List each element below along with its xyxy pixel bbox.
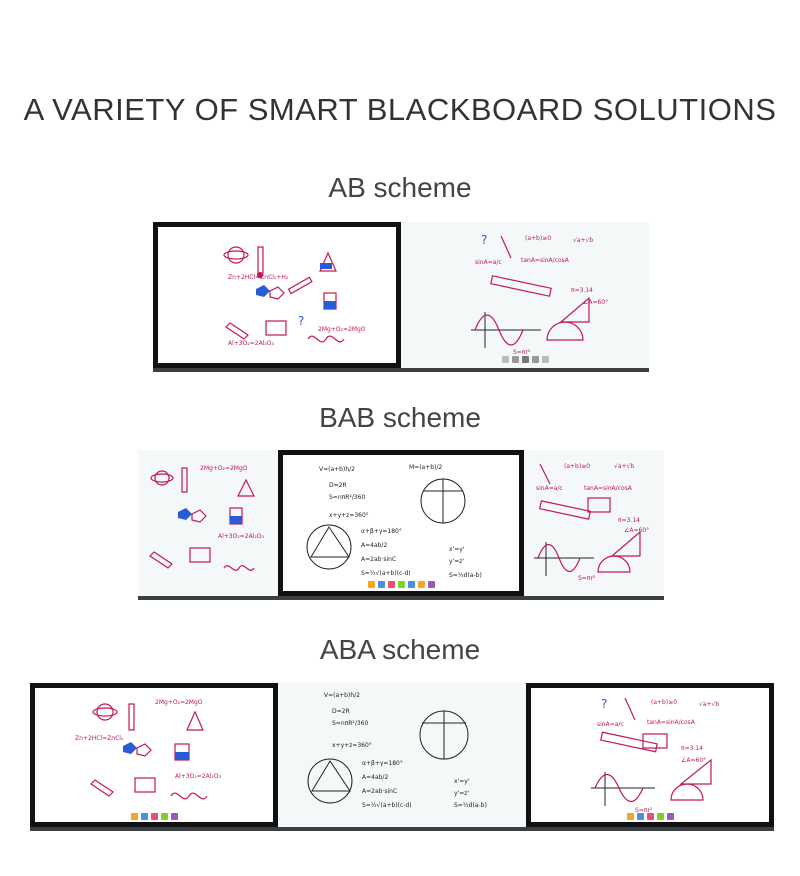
svg-text:?: ?	[601, 697, 607, 711]
scheme-label-bab: BAB scheme	[319, 402, 481, 433]
math-doodle-icon: ? (a+b)≥0 √a+√b sinA=a/c tanA=sinA/cosA …	[591, 697, 719, 814]
chemistry-doodle-icon: 2Mg+O₂=2MgO Al+3O₂=2Al₂O₃	[149, 465, 264, 571]
page-title: A VARIETY OF SMART BLACKBOARD SOLUTIONS	[23, 92, 777, 127]
svg-text:Zn+2HCl=ZnCl₂+H₂: Zn+2HCl=ZnCl₂+H₂	[228, 274, 289, 281]
svg-text:S=πr²: S=πr²	[635, 807, 653, 814]
svg-text:D=2R: D=2R	[332, 708, 350, 715]
svg-text:x+y+z=360°: x+y+z=360°	[329, 512, 369, 519]
bab-board-chemistry[interactable]: 2Mg+O₂=2MgO Al+3O₂=2Al₂O₃	[138, 450, 278, 596]
svg-text:S=½d(a-b): S=½d(a-b)	[449, 572, 482, 579]
svg-text:π=3.14: π=3.14	[618, 517, 640, 524]
svg-text:π=3.14: π=3.14	[681, 745, 703, 752]
svg-text:S=½√(a+b)(c-d): S=½√(a+b)(c-d)	[361, 570, 411, 577]
svg-text:∠A=60°: ∠A=60°	[583, 299, 608, 306]
svg-text:x+y+z=360°: x+y+z=360°	[332, 742, 372, 749]
svg-text:2Mg+O₂=2MgO: 2Mg+O₂=2MgO	[155, 699, 203, 706]
svg-text:?: ?	[298, 314, 304, 328]
bab-screen-geometry[interactable]: V=(a+b)h/2 D=2R S=nπR²/360 M=(a+b)/2 x+y…	[278, 450, 524, 596]
svg-text:Zn+2HCl=ZnCl₂: Zn+2HCl=ZnCl₂	[75, 735, 124, 742]
bab-board: 2Mg+O₂=2MgO Al+3O₂=2Al₂O₃ V=(a+b)h/2 D=2…	[138, 450, 664, 600]
svg-text:M=(a+b)/2: M=(a+b)/2	[409, 464, 442, 471]
svg-text:tanA=sinA/cosA: tanA=sinA/cosA	[647, 719, 696, 726]
bab-board-math[interactable]: (a+b)≥0 √a+√b sinA=a/c tanA=sinA/cosA π=…	[524, 450, 664, 596]
geometry-doodle-icon: V=(a+b)h/2 D=2R S=nπR²/360 x+y+z=360° α+…	[307, 692, 487, 809]
svg-text:x'=y': x'=y'	[454, 778, 470, 785]
svg-text:A=4ab/2: A=4ab/2	[362, 774, 388, 781]
bab-toolbar	[283, 579, 519, 589]
svg-text:y'=z': y'=z'	[449, 558, 464, 565]
svg-text:S=πr²: S=πr²	[513, 349, 531, 356]
svg-text:∠A=60°: ∠A=60°	[624, 527, 649, 534]
math-doodle-icon: ? (a+b)≥0 √a+√b sinA=a/c tanA=sinA/cosA …	[471, 233, 608, 356]
svg-text:2Mg+O₂=2MgO: 2Mg+O₂=2MgO	[318, 326, 366, 333]
svg-text:√a+√b: √a+√b	[614, 463, 634, 470]
svg-text:?: ?	[481, 233, 487, 247]
svg-text:A=2ab·sinC: A=2ab·sinC	[361, 556, 396, 563]
ab-frame-bottom	[153, 368, 649, 372]
svg-text:V=(a+b)h/2: V=(a+b)h/2	[319, 466, 355, 473]
svg-text:(a+b)≥0: (a+b)≥0	[525, 235, 551, 242]
chemistry-doodle-icon: Zn+2HCl=ZnCl₂+H₂ 2Mg+O₂=2MgO Al+3O₂=2Al₂…	[223, 246, 366, 347]
geometry-doodle-icon: V=(a+b)h/2 D=2R S=nπR²/360 M=(a+b)/2 x+y…	[306, 464, 482, 579]
svg-text:α+β+γ=180°: α+β+γ=180°	[362, 760, 403, 767]
ab-board: Zn+2HCl=ZnCl₂+H₂ 2Mg+O₂=2MgO Al+3O₂=2Al₂…	[153, 222, 649, 372]
svg-text:tanA=sinA/cosA: tanA=sinA/cosA	[584, 485, 633, 492]
scheme-label-ab: AB scheme	[328, 172, 472, 203]
aba-board-geometry[interactable]: V=(a+b)h/2 D=2R S=nπR²/360 x+y+z=360° α+…	[278, 683, 526, 827]
math-doodle-icon: (a+b)≥0 √a+√b sinA=a/c tanA=sinA/cosA π=…	[534, 463, 649, 582]
aba-screen-chemistry[interactable]: 2Mg+O₂=2MgO Zn+2HCl=ZnCl₂ Al+3O₂=2Al₂O₃	[30, 683, 278, 827]
svg-text:Al+3O₂=2Al₂O₃: Al+3O₂=2Al₂O₃	[228, 340, 274, 347]
scheme-label-aba: ABA scheme	[319, 634, 481, 665]
chemistry-doodle-icon: 2Mg+O₂=2MgO Zn+2HCl=ZnCl₂ Al+3O₂=2Al₂O₃	[75, 699, 221, 800]
svg-text:sinA=a/c: sinA=a/c	[597, 721, 624, 728]
aba-board: 2Mg+O₂=2MgO Zn+2HCl=ZnCl₂ Al+3O₂=2Al₂O₃ …	[30, 683, 774, 831]
svg-text:S=nπR²/360: S=nπR²/360	[332, 720, 368, 727]
svg-text:Al+3O₂=2Al₂O₃: Al+3O₂=2Al₂O₃	[218, 533, 264, 540]
bab-frame-bottom	[138, 596, 664, 600]
svg-text:sinA=a/c: sinA=a/c	[536, 485, 563, 492]
svg-text:S=πr²: S=πr²	[578, 575, 596, 582]
ab-board-math[interactable]: ? (a+b)≥0 √a+√b sinA=a/c tanA=sinA/cosA …	[401, 222, 649, 368]
ab-screen-chemistry[interactable]: Zn+2HCl=ZnCl₂+H₂ 2Mg+O₂=2MgO Al+3O₂=2Al₂…	[153, 222, 401, 368]
svg-text:(a+b)≥0: (a+b)≥0	[651, 699, 677, 706]
svg-text:V=(a+b)h/2: V=(a+b)h/2	[324, 692, 360, 699]
svg-text:y'=z': y'=z'	[454, 790, 469, 797]
svg-text:D=2R: D=2R	[329, 482, 347, 489]
ab-toolbar	[401, 354, 649, 364]
svg-text:sinA=a/c: sinA=a/c	[475, 259, 502, 266]
aba-frame-bottom	[30, 827, 774, 831]
svg-text:√a+√b: √a+√b	[699, 701, 719, 708]
svg-text:Al+3O₂=2Al₂O₃: Al+3O₂=2Al₂O₃	[175, 773, 221, 780]
svg-text:tanA=sinA/cosA: tanA=sinA/cosA	[521, 257, 570, 264]
svg-text:S=½√(a+b)(c-d): S=½√(a+b)(c-d)	[362, 802, 412, 809]
svg-text:x'=y': x'=y'	[449, 546, 465, 553]
svg-text:(a+b)≥0: (a+b)≥0	[564, 463, 590, 470]
svg-text:A=4ab/2: A=4ab/2	[361, 542, 387, 549]
svg-text:√a+√b: √a+√b	[573, 237, 593, 244]
svg-text:A=2ab·sinC: A=2ab·sinC	[362, 788, 397, 795]
aba-screen-math[interactable]: ? (a+b)≥0 √a+√b sinA=a/c tanA=sinA/cosA …	[526, 683, 774, 827]
svg-text:π=3.14: π=3.14	[571, 287, 593, 294]
svg-text:S=nπR²/360: S=nπR²/360	[329, 494, 365, 501]
svg-text:α+β+γ=180°: α+β+γ=180°	[361, 528, 402, 535]
svg-text:∠A=60°: ∠A=60°	[681, 757, 706, 764]
aba-toolbar-right	[531, 811, 769, 821]
aba-toolbar-left	[35, 811, 273, 821]
svg-text:S=½d(a-b): S=½d(a-b)	[454, 802, 487, 809]
svg-text:2Mg+O₂=2MgO: 2Mg+O₂=2MgO	[200, 465, 248, 472]
